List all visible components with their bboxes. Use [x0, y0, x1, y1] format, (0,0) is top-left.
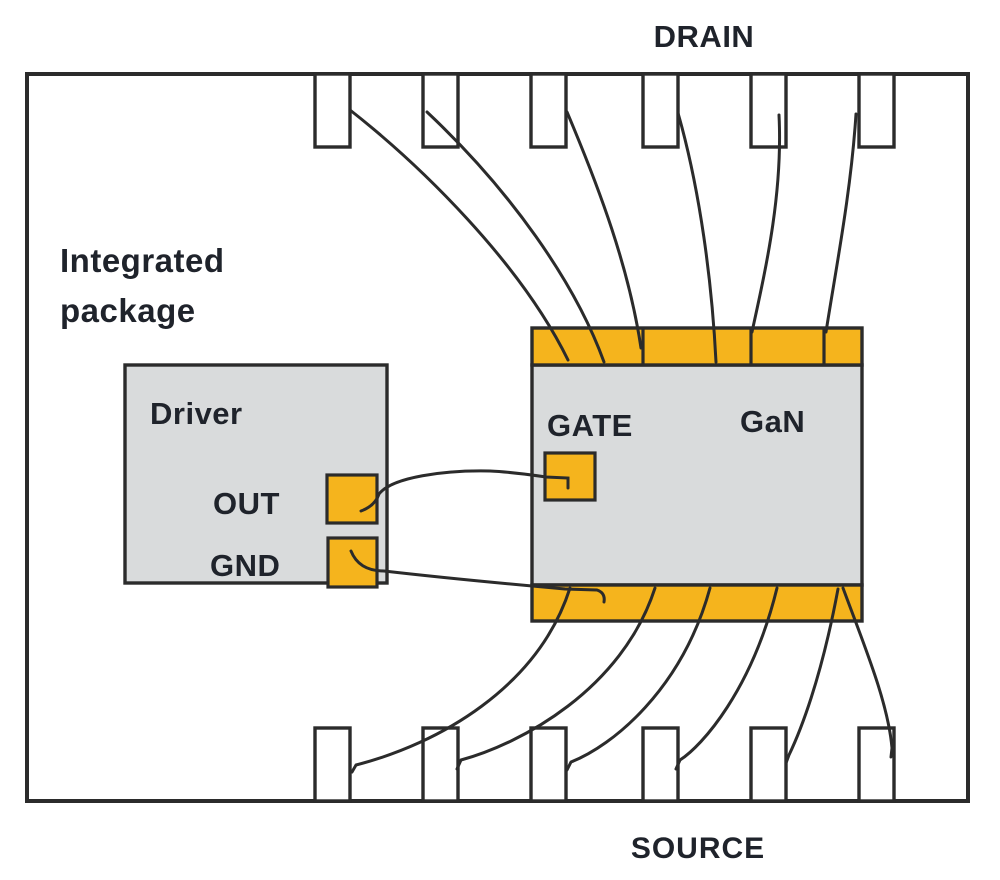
- source-pin-6: [857, 726, 896, 803]
- drain-pin-2: [421, 72, 460, 149]
- drain-pin-4: [641, 72, 680, 149]
- gan-gate-label: GATE: [547, 408, 633, 443]
- drain-bond-wire-5: [750, 113, 782, 334]
- driver-gnd-pad: [326, 536, 379, 589]
- source-bond-wire-2: [455, 586, 657, 771]
- source-pin-3: [529, 726, 568, 803]
- drain-bond-wire-2: [425, 110, 606, 364]
- source-pin-5: [749, 726, 788, 803]
- source-pin-4: [641, 726, 680, 803]
- source-bond-wire-4: [674, 586, 779, 771]
- source-bond-wire-6: [841, 586, 894, 759]
- source-bond-wire-1: [350, 586, 572, 774]
- source-pin-1: [313, 726, 352, 803]
- driver-out-label: OUT: [213, 486, 280, 521]
- drain-pin-6: [857, 72, 896, 149]
- drain-bond-wire-1: [348, 108, 570, 362]
- driver-label: Driver: [150, 396, 243, 431]
- driver-out-pad: [325, 473, 379, 525]
- gnd-to-source-wire: [349, 549, 606, 604]
- drain-bond-wire-4: [676, 111, 718, 364]
- package-label-line2: package: [60, 292, 196, 329]
- source-label: SOURCE: [631, 832, 765, 865]
- out-to-gate-wire: [359, 469, 570, 513]
- driver-gnd-label: GND: [210, 548, 280, 583]
- source-bond-wire-5: [784, 587, 840, 765]
- gan-drain-pad-bar: [530, 326, 864, 367]
- source-bond-wire-3: [565, 586, 712, 772]
- gan-name-label: GaN: [740, 404, 805, 439]
- drain-label: DRAIN: [654, 19, 755, 54]
- drain-pin-1: [313, 72, 352, 149]
- drain-bond-wire-6: [824, 112, 858, 334]
- package-label-line1: Integrated: [60, 242, 225, 279]
- drain-pin-3: [529, 72, 568, 149]
- drain-bond-wire-3: [565, 110, 643, 350]
